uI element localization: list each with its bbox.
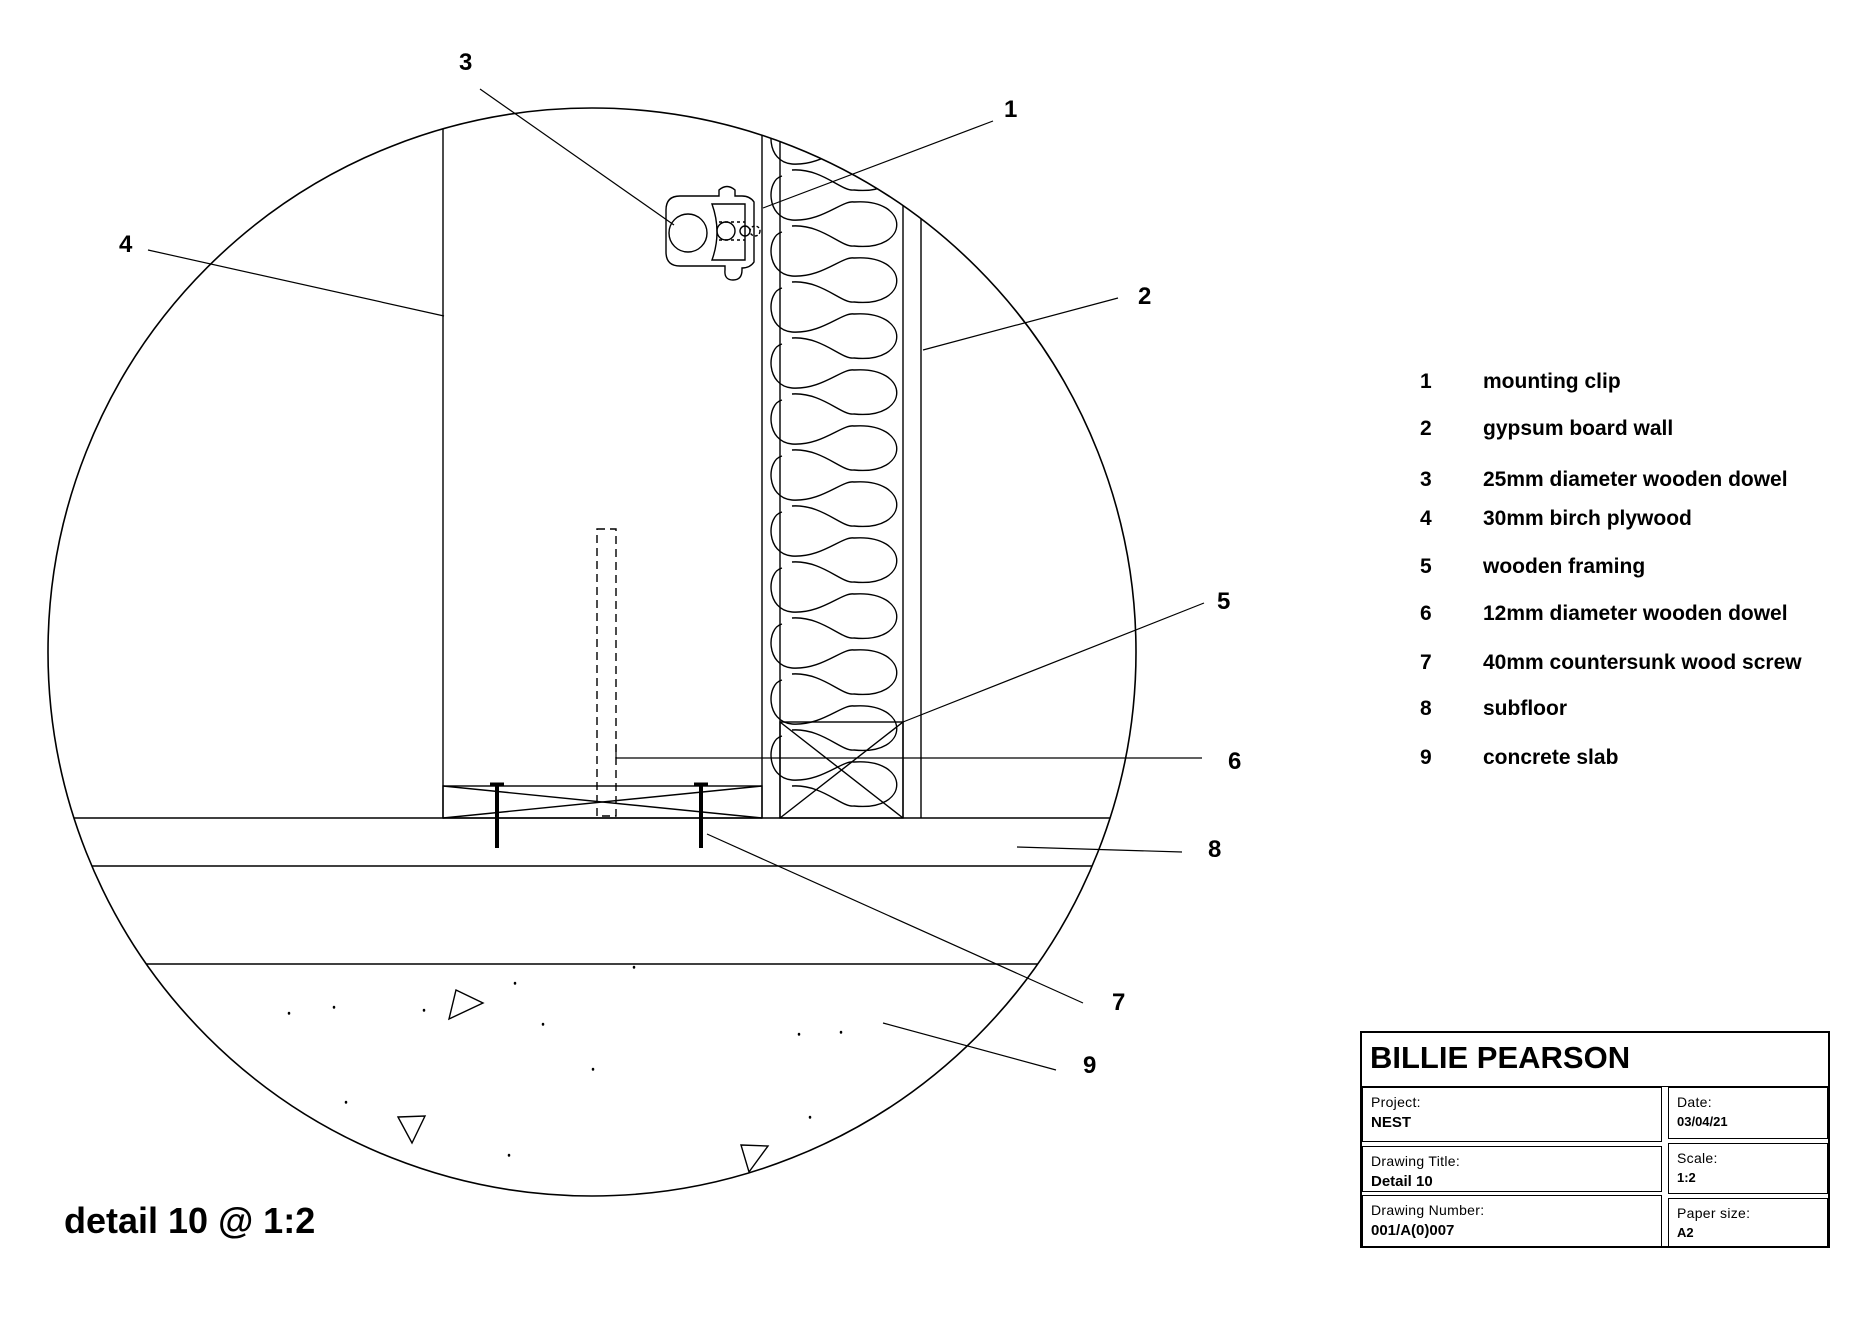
- project-value: NEST: [1371, 1114, 1412, 1131]
- detail-circle: [47, 107, 1137, 1197]
- callout-5: 5: [1217, 588, 1230, 615]
- legend-text: 12mm diameter wooden dowel: [1483, 602, 1788, 625]
- legend-text: 40mm countersunk wood screw: [1483, 651, 1802, 674]
- legend-text: subfloor: [1483, 697, 1567, 720]
- gypsum-board-wall: [779, 110, 922, 818]
- concrete-slab: [48, 963, 1136, 1174]
- legend-text: 25mm diameter wooden dowel: [1483, 468, 1788, 491]
- paper-size-value: A2: [1677, 1225, 1694, 1240]
- callout-7: 7: [1112, 989, 1125, 1016]
- callout-4: 4: [119, 231, 133, 258]
- legend-number: 5: [1420, 555, 1432, 578]
- project-label: Project:: [1371, 1094, 1421, 1110]
- legend-number: 3: [1420, 468, 1432, 491]
- detail-caption: detail 10 @ 1:2: [64, 1200, 316, 1241]
- legend-text: 30mm birch plywood: [1483, 507, 1692, 530]
- title-block-name-cell: BILLIE PEARSON: [1362, 1033, 1828, 1087]
- callout-8: 8: [1208, 836, 1221, 863]
- callout-2: 2: [1138, 283, 1151, 310]
- author-name: BILLIE PEARSON: [1370, 1040, 1631, 1075]
- legend-item: 3 25mm diameter wooden dowel: [1420, 468, 1840, 498]
- date-label: Date:: [1677, 1094, 1712, 1110]
- large-wooden-dowel: [668, 213, 708, 253]
- legend-number: 8: [1420, 697, 1432, 720]
- legend-number: 9: [1420, 746, 1432, 769]
- legend-item: 9 concrete slab: [1420, 746, 1840, 776]
- paper-size-cell: Paper size: A2: [1668, 1198, 1828, 1248]
- legend-number: 6: [1420, 602, 1432, 625]
- legend-number: 7: [1420, 651, 1432, 674]
- small-wooden-dowel: [596, 528, 617, 817]
- callout-6: 6: [1228, 748, 1241, 775]
- legend-text: gypsum board wall: [1483, 417, 1674, 440]
- drawing-number-cell: Drawing Number: 001/A(0)007: [1362, 1195, 1662, 1248]
- scale-cell: Scale: 1:2: [1668, 1143, 1828, 1194]
- legend-number: 4: [1420, 507, 1432, 530]
- legend-item: 1 mounting clip: [1420, 370, 1840, 400]
- date-value: 03/04/21: [1677, 1114, 1728, 1129]
- legend-item: 8 subfloor: [1420, 697, 1840, 727]
- date-cell: Date: 03/04/21: [1668, 1087, 1828, 1139]
- legend-text: concrete slab: [1483, 746, 1619, 769]
- scale-label: Scale:: [1677, 1150, 1718, 1166]
- batt-insulation: [770, 119, 898, 808]
- drawing-title-cell: Drawing Title: Detail 10: [1362, 1146, 1662, 1192]
- drawing-number-label: Drawing Number:: [1371, 1202, 1485, 1218]
- callout-1: 1: [1004, 96, 1017, 123]
- legend-number: 1: [1420, 370, 1432, 393]
- leader-lines: [147, 88, 1205, 1071]
- callout-9: 9: [1083, 1052, 1096, 1079]
- legend-text: mounting clip: [1483, 370, 1621, 393]
- drawing-number-value: 001/A(0)007: [1371, 1222, 1455, 1239]
- callout-3: 3: [459, 49, 472, 76]
- legend-item: 5 wooden framing: [1420, 555, 1840, 585]
- paper-size-label: Paper size:: [1677, 1205, 1751, 1221]
- legend-item: 7 40mm countersunk wood screw: [1420, 651, 1840, 681]
- subfloor: [48, 817, 1136, 867]
- scale-value: 1:2: [1677, 1170, 1696, 1185]
- legend-item: 6 12mm diameter wooden dowel: [1420, 602, 1840, 632]
- drawing-title-label: Drawing Title:: [1371, 1153, 1461, 1169]
- title-block: BILLIE PEARSON Project: NEST Drawing Tit…: [1360, 1031, 1830, 1248]
- wooden-framing: [779, 721, 904, 819]
- legend-text: wooden framing: [1483, 555, 1646, 578]
- legend-item: 2 gypsum board wall: [1420, 417, 1840, 447]
- countersunk-screw: [490, 782, 708, 848]
- birch-plywood-panel: [442, 110, 763, 818]
- project-cell: Project: NEST: [1362, 1087, 1662, 1142]
- mounting-clip: [665, 185, 761, 281]
- legend-item: 4 30mm birch plywood: [1420, 507, 1840, 537]
- plywood-base-block: [442, 785, 763, 819]
- legend-number: 2: [1420, 417, 1432, 440]
- drawing-title-value: Detail 10: [1371, 1173, 1433, 1190]
